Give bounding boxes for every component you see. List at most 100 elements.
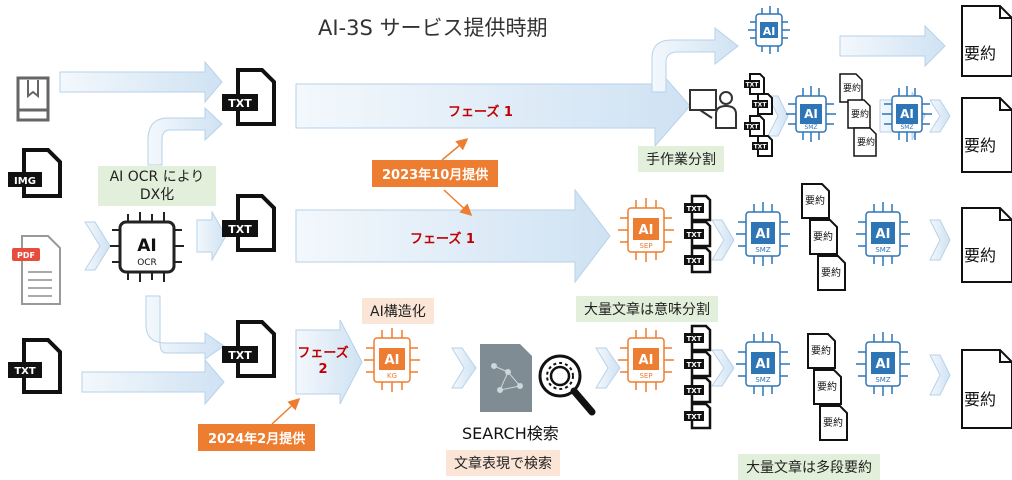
svg-text:要約: 要約: [857, 136, 875, 148]
release-2023-badge: 2023年10月提供: [372, 160, 499, 187]
presenter-icon: [689, 89, 737, 129]
svg-text:TXT: TXT: [228, 97, 252, 110]
svg-text:要約: 要約: [813, 230, 833, 243]
release-connector: [271, 397, 301, 425]
manual-split-label: 手作業分割: [638, 146, 724, 172]
magnifier-gear-icon: [538, 354, 596, 416]
svg-text:要約: 要約: [805, 194, 825, 207]
svg-text:要約: 要約: [823, 416, 843, 429]
svg-text:要約: 要約: [843, 82, 861, 94]
ai-ocr-chip-icon: AI OCR: [110, 212, 184, 282]
svg-text:SMZ: SMZ: [755, 246, 770, 254]
svg-text:SMZ: SMZ: [875, 376, 890, 384]
svg-text:AI: AI: [756, 357, 771, 372]
svg-text:AI: AI: [137, 236, 156, 256]
svg-text:AI: AI: [639, 353, 654, 368]
phase2-label: フェーズ 2: [297, 346, 349, 377]
svg-text:TXT: TXT: [687, 413, 702, 421]
flow-arrow: [711, 219, 735, 261]
svg-text:SMZ: SMZ: [900, 124, 913, 131]
flow-arrow: [711, 349, 735, 387]
svg-text:TXT: TXT: [687, 335, 702, 343]
txt-stack: TXT TXT TXT: [684, 194, 712, 274]
search-engine-icon: [480, 344, 532, 412]
txt-file-icon: TXT: [222, 320, 276, 378]
semantic-split-label: 大量文章は意味分割: [576, 296, 718, 322]
svg-text:要約: 要約: [821, 266, 841, 279]
svg-text:AI: AI: [756, 227, 771, 242]
img-file-icon: IMG: [8, 148, 62, 198]
book-icon: [16, 76, 50, 122]
svg-text:SEP: SEP: [639, 372, 652, 380]
final-summary-label: 要約: [964, 246, 997, 265]
svg-text:TXT: TXT: [687, 231, 702, 239]
flow-arrow: [295, 188, 611, 284]
final-summary-label: 要約: [964, 44, 997, 63]
flow-arrow: [929, 354, 951, 396]
multistage-summary-label: 大量文章は多段要約: [738, 454, 880, 480]
svg-text:要約: 要約: [811, 344, 831, 357]
flow-arrow: [145, 295, 225, 360]
release-connector: [441, 138, 469, 161]
flow-arrow: [839, 24, 946, 68]
svg-text:要約: 要約: [851, 108, 869, 120]
flow-arrow: [84, 221, 111, 271]
ai-smz-chip-icon: AI SMZ: [786, 86, 836, 142]
svg-text:TXT: TXT: [754, 102, 768, 109]
svg-text:要約: 要約: [817, 380, 837, 393]
svg-text:AI: AI: [876, 357, 891, 372]
svg-text:AI: AI: [763, 25, 776, 38]
phase1-top-label: フェーズ 1: [448, 105, 513, 120]
flow-arrow: [929, 99, 951, 133]
ai-smz-chip-icon: AI SMZ: [736, 332, 790, 396]
ai-kg-chip-icon: AI KG: [364, 328, 420, 392]
svg-text:TXT: TXT: [687, 205, 702, 213]
flow-arrow: [651, 26, 739, 93]
summary-doc-stack: 要約 要約 要約: [839, 73, 877, 157]
svg-text:AI: AI: [900, 107, 914, 121]
pdf-file-icon: PDF: [12, 235, 61, 305]
pdf-tag: PDF: [17, 251, 35, 260]
svg-text:AI: AI: [876, 227, 891, 242]
search-title: SEARCH検索: [462, 424, 559, 443]
final-summary-doc: [961, 207, 1012, 283]
svg-text:TXT: TXT: [14, 366, 36, 377]
txt-file-icon: TXT: [222, 194, 276, 252]
flow-arrow: [59, 60, 223, 104]
ai-smz-chip-icon: AI SMZ: [856, 202, 910, 266]
txt-file-icon: TXT: [222, 68, 276, 126]
svg-text:TXT: TXT: [687, 387, 702, 395]
final-summary-doc: [961, 349, 1012, 429]
phase1-mid-label: フェーズ 1: [410, 232, 475, 247]
flow-arrow: [595, 347, 621, 389]
txt-stack: TXT TXT TXT TXT: [684, 324, 712, 430]
flow-arrow: [295, 319, 363, 405]
svg-text:TXT: TXT: [746, 82, 760, 89]
ai-sep-chip-icon: AI SEP: [618, 198, 674, 262]
ai-smz-chip-icon: AI SMZ: [736, 202, 790, 266]
svg-text:SMZ: SMZ: [875, 246, 890, 254]
svg-text:TXT: TXT: [687, 361, 702, 369]
flow-arrow: [451, 347, 477, 389]
flow-arrow: [81, 358, 225, 406]
page-title: AI-3S サービス提供時期: [318, 16, 548, 40]
img-tag: IMG: [14, 176, 36, 187]
ocr-caption: AI OCR により DX化: [98, 166, 216, 206]
flow-arrow: [929, 219, 951, 261]
svg-text:SEP: SEP: [639, 242, 652, 250]
svg-text:TXT: TXT: [228, 223, 252, 236]
final-summary-doc: [961, 5, 1012, 77]
final-summary-doc: [961, 97, 1012, 173]
final-summary-label: 要約: [964, 136, 997, 155]
ai-chip-icon: AI: [748, 6, 790, 54]
final-summary-label: 要約: [964, 390, 997, 409]
svg-text:TXT: TXT: [687, 257, 702, 265]
svg-text:AI: AI: [385, 353, 400, 368]
txt-stack: TXT TXT TXT TXT: [744, 73, 773, 157]
txt-file-icon: TXT: [8, 338, 62, 394]
svg-text:TXT: TXT: [228, 349, 252, 362]
svg-text:TXT: TXT: [746, 124, 760, 131]
ai-structuring-label: AI構造化: [362, 298, 434, 324]
